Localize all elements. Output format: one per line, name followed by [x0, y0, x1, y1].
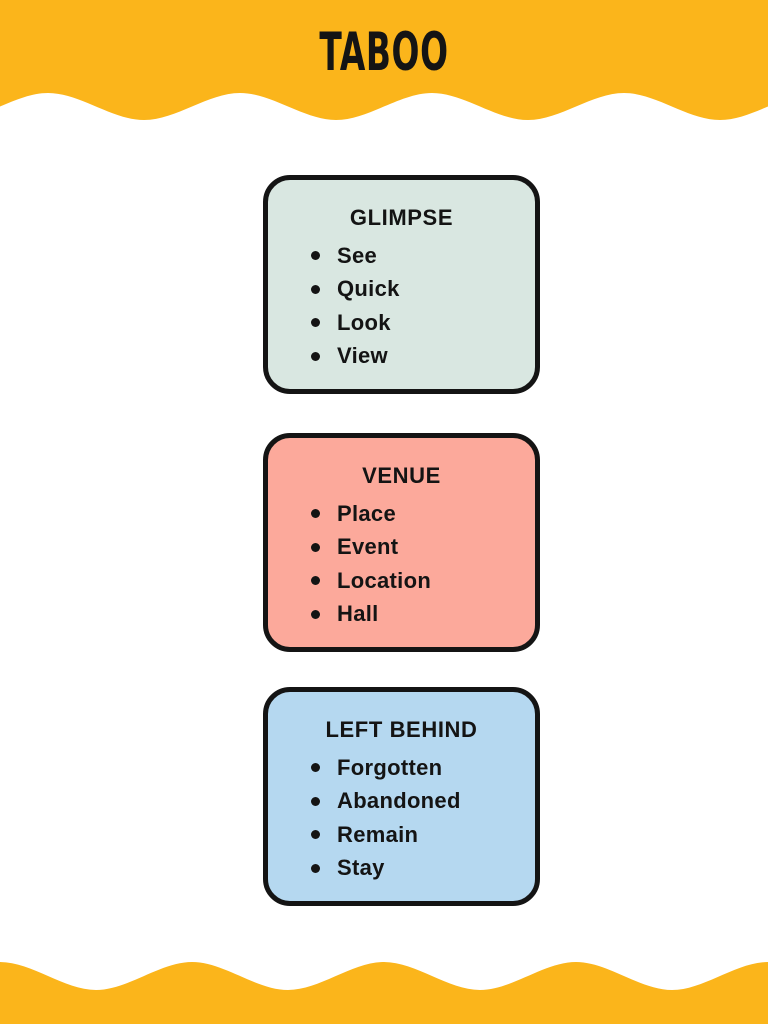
word-label: Stay — [337, 855, 385, 881]
word-label: Abandoned — [337, 788, 461, 814]
bullet-icon — [311, 284, 320, 294]
word-list: See Quick Look View — [268, 239, 535, 373]
list-item: Forgotten — [311, 751, 535, 785]
card-title: LEFT BEHIND — [325, 717, 478, 742]
list-item: Abandoned — [311, 785, 535, 819]
word-label: View — [337, 343, 388, 369]
card-left-behind: LEFT BEHIND Forgotten Abandoned Remain S… — [263, 687, 540, 906]
bullet-icon — [311, 251, 320, 261]
card-glimpse: GLIMPSE See Quick Look View — [263, 175, 540, 394]
word-label: Remain — [337, 821, 419, 847]
list-item: Look — [311, 306, 535, 340]
list-item: Location — [311, 564, 535, 598]
bullet-icon — [311, 576, 320, 586]
card-venue: VENUE Place Event Location Hall — [263, 433, 540, 652]
word-label: Hall — [337, 601, 379, 627]
list-item: Hall — [311, 598, 535, 632]
word-label: Quick — [337, 276, 400, 302]
list-item: Quick — [311, 273, 535, 307]
word-label: Place — [337, 500, 396, 526]
bullet-icon — [311, 509, 320, 519]
bullet-icon — [311, 351, 320, 361]
word-list: Place Event Location Hall — [268, 497, 535, 631]
word-label: Location — [337, 567, 432, 593]
list-item: Stay — [311, 852, 535, 886]
list-item: See — [311, 239, 535, 273]
word-label: Look — [337, 309, 391, 335]
header-banner — [0, 0, 768, 125]
bullet-icon — [311, 830, 320, 840]
footer-banner — [0, 950, 768, 1024]
list-item: Remain — [311, 818, 535, 852]
bullet-icon — [311, 796, 320, 806]
footer-wave — [0, 962, 768, 1024]
word-list: Forgotten Abandoned Remain Stay — [268, 751, 535, 885]
word-label: Event — [337, 534, 399, 560]
bullet-icon — [311, 542, 320, 552]
card-title: GLIMPSE — [349, 205, 454, 230]
bullet-icon — [311, 863, 320, 873]
card-title: VENUE — [362, 463, 441, 488]
header-wave — [0, 0, 768, 120]
list-item: View — [311, 340, 535, 374]
bullet-icon — [311, 763, 320, 773]
word-label: Forgotten — [337, 754, 443, 780]
page-title: TABOO — [319, 22, 449, 83]
list-item: Event — [311, 531, 535, 565]
bullet-icon — [311, 609, 320, 619]
bullet-icon — [311, 318, 320, 328]
word-label: See — [337, 242, 378, 268]
list-item: Place — [311, 497, 535, 531]
